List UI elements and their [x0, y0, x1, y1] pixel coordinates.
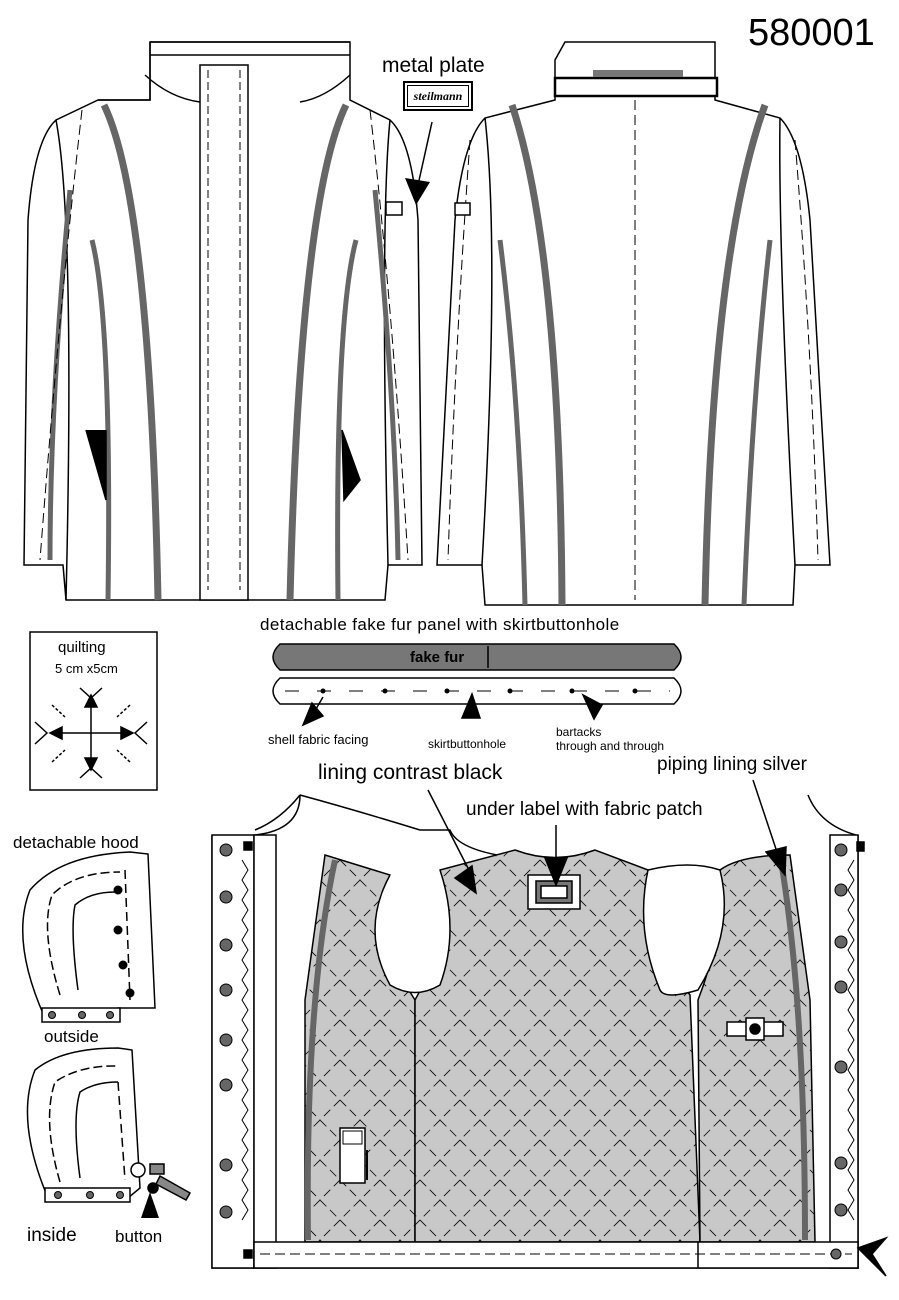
metal-plate-label: metal plate	[382, 54, 485, 77]
fake-fur-panel	[272, 643, 682, 727]
hood-outside-view	[22, 851, 156, 1023]
style-number: 580001	[748, 12, 875, 54]
lining-callout-arrows	[427, 779, 787, 895]
quilting-diagram	[29, 631, 158, 791]
metal-plate-badge: steilmann	[403, 81, 473, 111]
back-jacket-view	[436, 41, 831, 606]
bartacks-label-line2: through and through	[556, 739, 665, 753]
under-label-label: under label with fabric patch	[466, 799, 703, 820]
fur-panel-title: detachable fake fur panel with skirtbutt…	[260, 615, 620, 634]
piping-lining-label: piping lining silver	[657, 754, 807, 775]
quilting-size-label: 5 cm x5cm	[55, 661, 118, 676]
fake-fur-label: fake fur	[410, 649, 465, 666]
lining-contrast-label: lining contrast black	[318, 761, 503, 784]
skirtbuttonhole-label: skirtbuttonhole	[428, 737, 507, 751]
bartacks-label-line1: bartacks	[556, 725, 602, 739]
hood-inside-view	[26, 1047, 192, 1218]
hood-outside-label: outside	[44, 1027, 99, 1046]
quilting-label: quilting	[58, 639, 106, 656]
front-jacket-view	[23, 41, 423, 601]
shell-fabric-facing-label: shell fabric facing	[268, 732, 369, 747]
detachable-hood-label: detachable hood	[13, 833, 139, 852]
hood-button-label: button	[115, 1227, 163, 1246]
hood-inside-label: inside	[27, 1225, 77, 1246]
lining-inside-view	[211, 794, 889, 1277]
metal-plate-arrow	[405, 121, 433, 205]
metal-plate-brand: steilmann	[413, 88, 463, 103]
